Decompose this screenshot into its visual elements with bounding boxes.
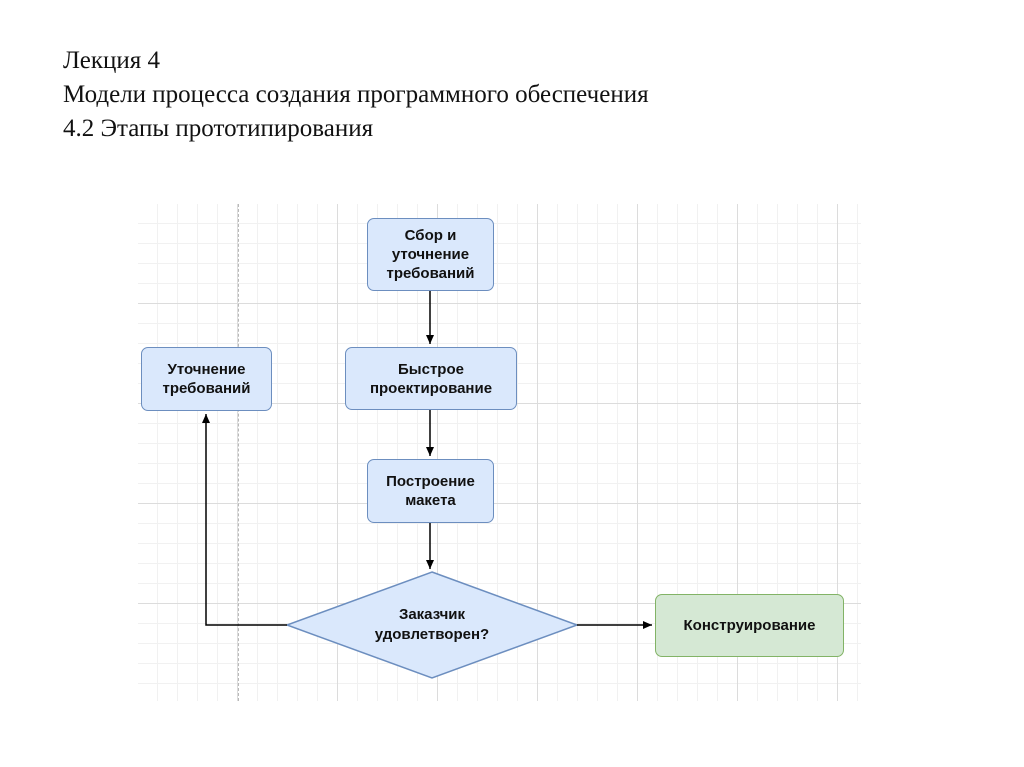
section-title: 4.2 Этапы прототипирования	[63, 115, 374, 142]
lecture-number: Лекция 4	[63, 47, 161, 74]
node-construction[interactable]: Конструирование	[655, 594, 844, 657]
slide-title: Лекция 4 Модели процесса создания програ…	[63, 44, 649, 146]
decision-diamond	[284, 571, 580, 679]
node-quick-design[interactable]: Быстрое проектирование	[345, 347, 517, 410]
lecture-topic: Модели процесса создания программного об…	[63, 81, 649, 108]
arrow-decision-to-refine	[202, 414, 287, 626]
decision-label[interactable]: Заказчик удовлетворен?	[374, 606, 490, 643]
node-build-prototype[interactable]: Построение макета	[367, 459, 494, 523]
node-collect-requirements[interactable]: Сбор и уточнение требований	[367, 218, 494, 291]
guide-line	[238, 204, 239, 701]
node-refine-requirements[interactable]: Уточнение требований	[141, 347, 272, 411]
